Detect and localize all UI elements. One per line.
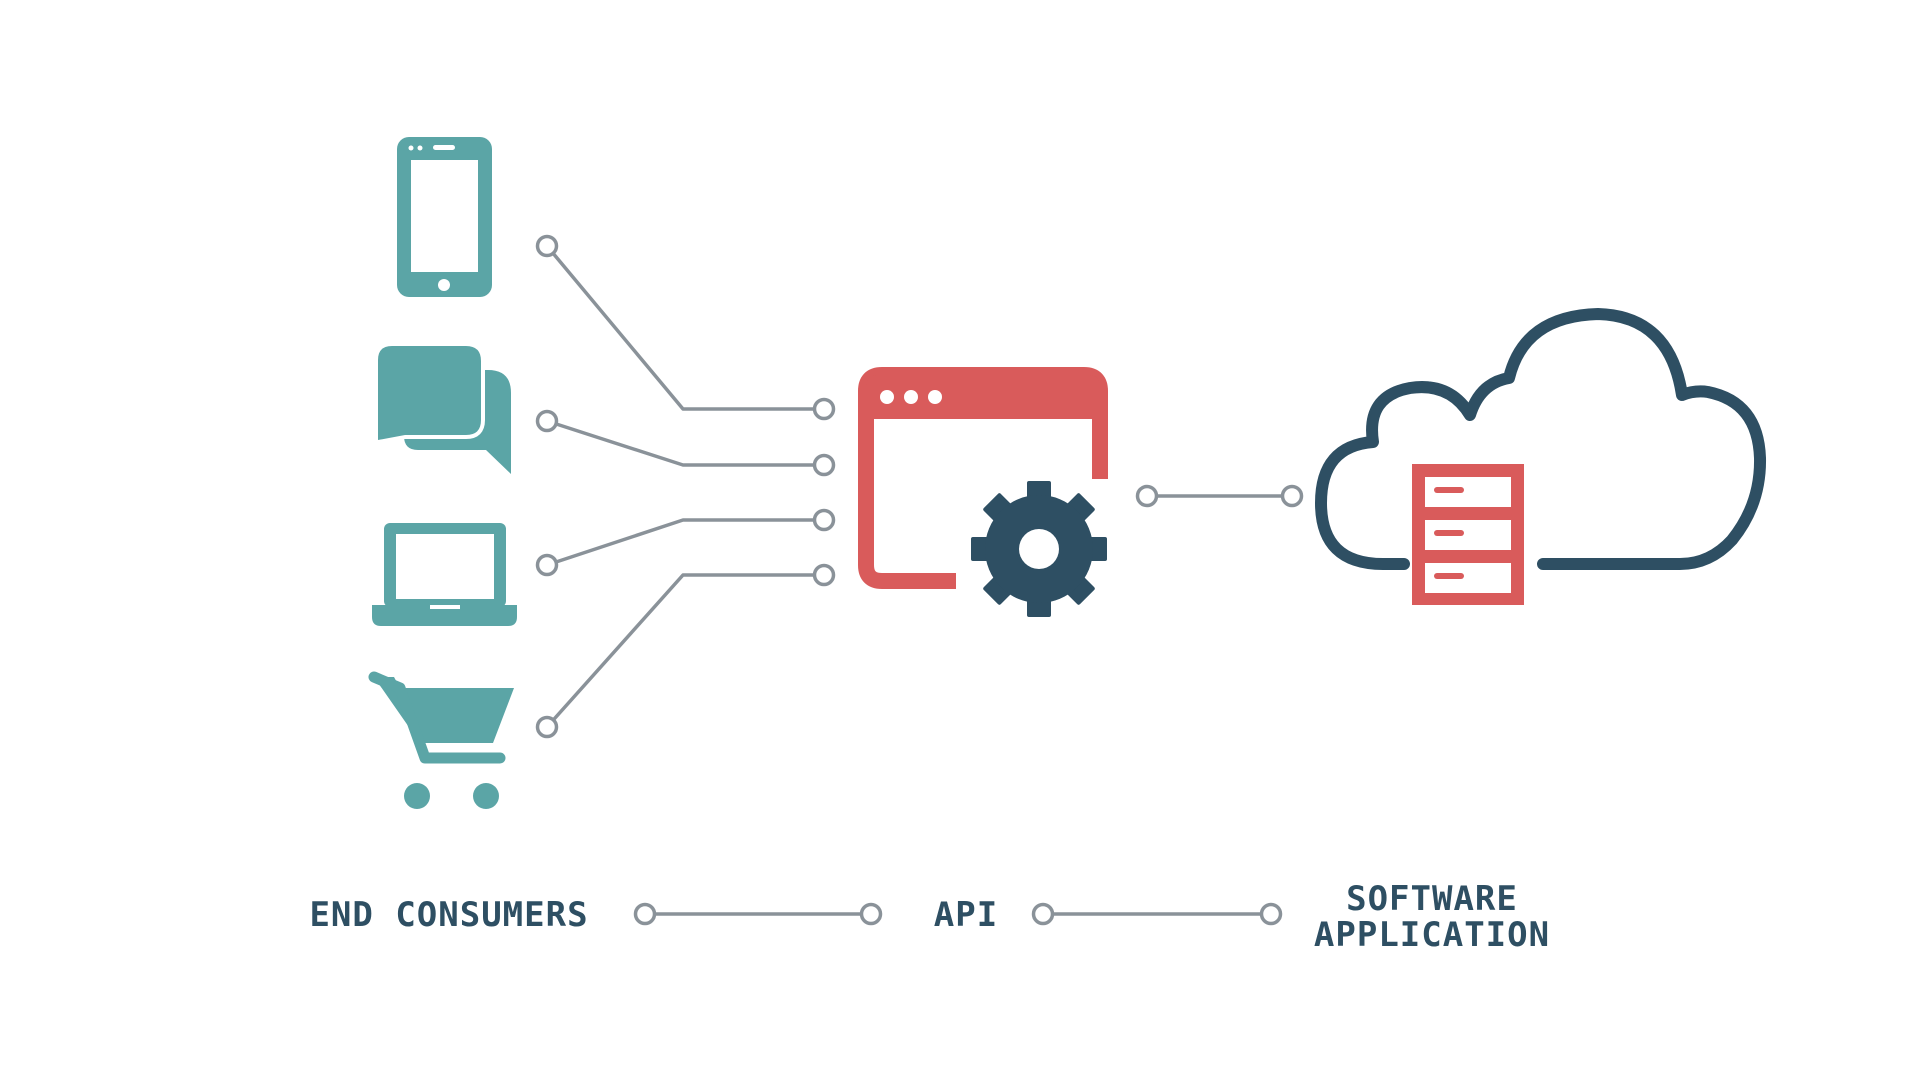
label-node-4 — [1259, 902, 1283, 926]
shopping-cart-icon — [368, 671, 514, 809]
label-node-3 — [1031, 902, 1055, 926]
consumer-connectors — [545, 244, 1294, 729]
label-node-2 — [859, 902, 883, 926]
node-laptop — [535, 553, 559, 577]
node-chat — [535, 409, 559, 433]
node-cloud-in — [1280, 484, 1304, 508]
connector-chat-to-api — [545, 419, 826, 467]
cloud-icon — [1315, 308, 1767, 570]
browser-window-icon — [858, 367, 1108, 589]
smartphone-icon — [397, 137, 492, 297]
node-phone — [535, 234, 559, 258]
label-software-line-1: SOFTWARE — [1346, 879, 1518, 919]
node-cart — [535, 715, 559, 739]
label-connectors — [633, 902, 1283, 926]
server-rack-icon — [1412, 464, 1524, 605]
node-api-out — [1135, 484, 1159, 508]
laptop-icon — [372, 523, 517, 626]
label-api: API — [934, 895, 998, 935]
label-node-1 — [633, 902, 657, 926]
connector-phone-to-api — [545, 244, 826, 411]
connector-nodes — [535, 234, 1304, 739]
connector-laptop-to-api — [545, 518, 826, 567]
connector-cart-to-api — [545, 573, 826, 729]
label-end-consumers: END CONSUMERS — [309, 895, 588, 935]
chat-bubbles-icon — [374, 342, 511, 474]
node-api-in-3 — [812, 508, 836, 532]
label-software-line-2: APPLICATION — [1314, 915, 1550, 955]
node-api-in-1 — [812, 397, 836, 421]
node-api-in-4 — [812, 563, 836, 587]
node-api-in-2 — [812, 453, 836, 477]
gear-icon — [971, 481, 1107, 617]
